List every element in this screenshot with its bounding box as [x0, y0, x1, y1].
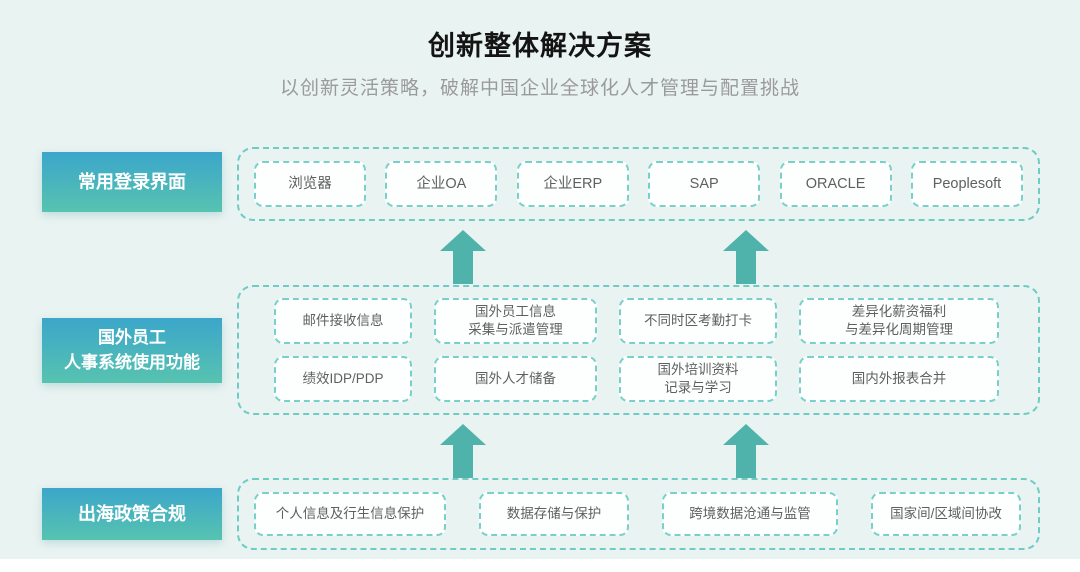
login-item-oracle: ORACLE	[779, 161, 892, 207]
policy-item-personal-info-protection: 个人信息及行生信息保护	[254, 492, 446, 536]
arrow-up-icon	[723, 424, 769, 478]
hr-item-timezone-attendance: 不同时区考勤打卡	[619, 298, 777, 344]
login-item-erp: 企业ERP	[516, 161, 629, 207]
arrow-up-icon	[440, 424, 486, 478]
section-hr-functions: 邮件接收信息 国外员工信息 采集与派遣管理 不同时区考勤打卡 差异化薪资福利 与…	[237, 285, 1040, 415]
policy-item-country-region-coordination: 国家间/区域间协改	[871, 492, 1021, 536]
login-item-oa: 企业OA	[385, 161, 498, 207]
arrow-up-icon	[723, 230, 769, 284]
hr-item-report-merge: 国内外报表合并	[799, 356, 999, 402]
section-label-policy-compliance: 出海政策合规	[42, 488, 222, 540]
hr-item-talent-pool: 国外人才储备	[434, 356, 597, 402]
hr-item-mail-receive: 邮件接收信息	[274, 298, 412, 344]
hr-item-differential-payroll: 差异化薪资福利 与差异化周期管理	[799, 298, 999, 344]
page-title: 创新整体解决方案	[428, 31, 652, 61]
page-subtitle: 以创新灵活策略，破解中国企业全球化人才管理与配置挑战	[279, 78, 800, 99]
login-item-browser: 浏览器	[254, 161, 366, 207]
section-login-interfaces: 浏览器 企业OA 企业ERP SAP ORACLE Peoplesoft	[237, 147, 1040, 221]
login-item-peoplesoft: Peoplesoft	[910, 161, 1023, 207]
policy-item-cross-border-data: 跨境数据沧通与监管	[662, 492, 838, 536]
section-policy-compliance: 个人信息及行生信息保护 数据存储与保护 跨境数据沧通与监管 国家间/区域间协改	[237, 478, 1040, 550]
hr-item-training-records: 国外培训资料 记录与学习	[619, 356, 777, 402]
login-item-sap: SAP	[648, 161, 761, 207]
section-label-hr-functions: 国外员工 人事系统使用功能	[42, 318, 222, 383]
section-label-login-interfaces: 常用登录界面	[42, 152, 222, 212]
bottom-strip	[0, 559, 1080, 572]
policy-item-data-storage-protection: 数据存储与保护	[479, 492, 629, 536]
arrow-up-icon	[440, 230, 486, 284]
hr-item-info-dispatch: 国外员工信息 采集与派遣管理	[434, 298, 597, 344]
hr-item-performance-idp-pdp: 绩效IDP/PDP	[274, 356, 412, 402]
